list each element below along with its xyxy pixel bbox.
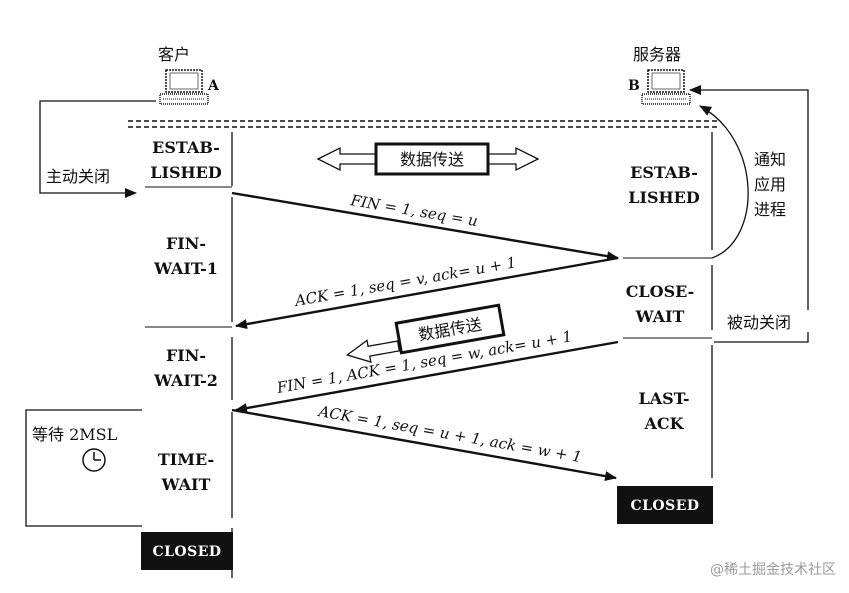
client-label: 客户 bbox=[158, 45, 190, 64]
server-closed-box bbox=[617, 486, 713, 524]
server-label: 服务器 bbox=[633, 45, 681, 64]
notify-app-line-2: 应用 bbox=[754, 175, 786, 194]
active-close-label: 主动关闭 bbox=[46, 167, 110, 186]
server-host-letter: B bbox=[628, 78, 640, 94]
passive-close-label-bg bbox=[724, 310, 812, 332]
notify-app-curve bbox=[699, 105, 749, 259]
client-state-established-1: ESTAB- bbox=[152, 138, 220, 157]
active-close-bracket bbox=[39, 100, 156, 198]
active-close-label-bg bbox=[42, 165, 138, 187]
data-transfer-label-1: 数据传送 bbox=[400, 150, 464, 169]
message-arrow-final-ack bbox=[231, 408, 617, 482]
client-state-time-wait-b: WAIT bbox=[161, 475, 211, 494]
message-arrow-fin-ack bbox=[235, 340, 619, 413]
client-state-fin-wait-1-a: FIN- bbox=[166, 234, 206, 253]
server-state-last-ack-b: ACK bbox=[643, 414, 684, 433]
clock-icon bbox=[82, 448, 106, 472]
client-closed-box bbox=[141, 532, 233, 570]
passive-close-label: 被动关闭 bbox=[727, 313, 791, 332]
server-closed-label: CLOSED bbox=[630, 498, 699, 514]
client-state-fin-wait-2-a: FIN- bbox=[166, 346, 206, 365]
server-state-established-1: ESTAB- bbox=[630, 163, 698, 182]
client-host-letter: A bbox=[207, 78, 220, 94]
server-state-established-2: LISHED bbox=[628, 188, 700, 207]
client-state-established-2: LISHED bbox=[150, 163, 222, 182]
client-state-fin-wait-1-b: WAIT-1 bbox=[153, 259, 218, 278]
data-transfer-arrow-2: 数据传送 bbox=[345, 303, 506, 363]
data-transfer-double-arrow bbox=[316, 142, 540, 176]
message-arrow-fin bbox=[231, 191, 619, 262]
client-state-fin-wait-2-b: WAIT-2 bbox=[153, 371, 218, 390]
server-state-close-wait-a: CLOSE- bbox=[626, 282, 695, 301]
notify-app-line-1: 通知 bbox=[754, 150, 786, 169]
message-label-final-ack: ACK = 1, seq = u + 1, ack = w + 1 bbox=[315, 402, 583, 466]
message-arrow-ack bbox=[235, 256, 619, 329]
notify-app-line-3: 进程 bbox=[754, 200, 786, 219]
server-state-close-wait-b: WAIT bbox=[635, 307, 685, 326]
passive-close-bracket bbox=[689, 85, 809, 343]
client-closed-label: CLOSED bbox=[152, 544, 221, 560]
client-computer-icon bbox=[159, 69, 209, 105]
server-computer-icon bbox=[641, 69, 691, 105]
wait-2msl-bracket bbox=[25, 409, 142, 527]
watermark: @稀土掘金技术社区 bbox=[710, 562, 836, 578]
server-state-last-ack-a: LAST- bbox=[638, 389, 689, 408]
client-state-time-wait-a: TIME- bbox=[158, 450, 214, 469]
wait-2msl-label: 等待 2MSL bbox=[32, 425, 118, 444]
